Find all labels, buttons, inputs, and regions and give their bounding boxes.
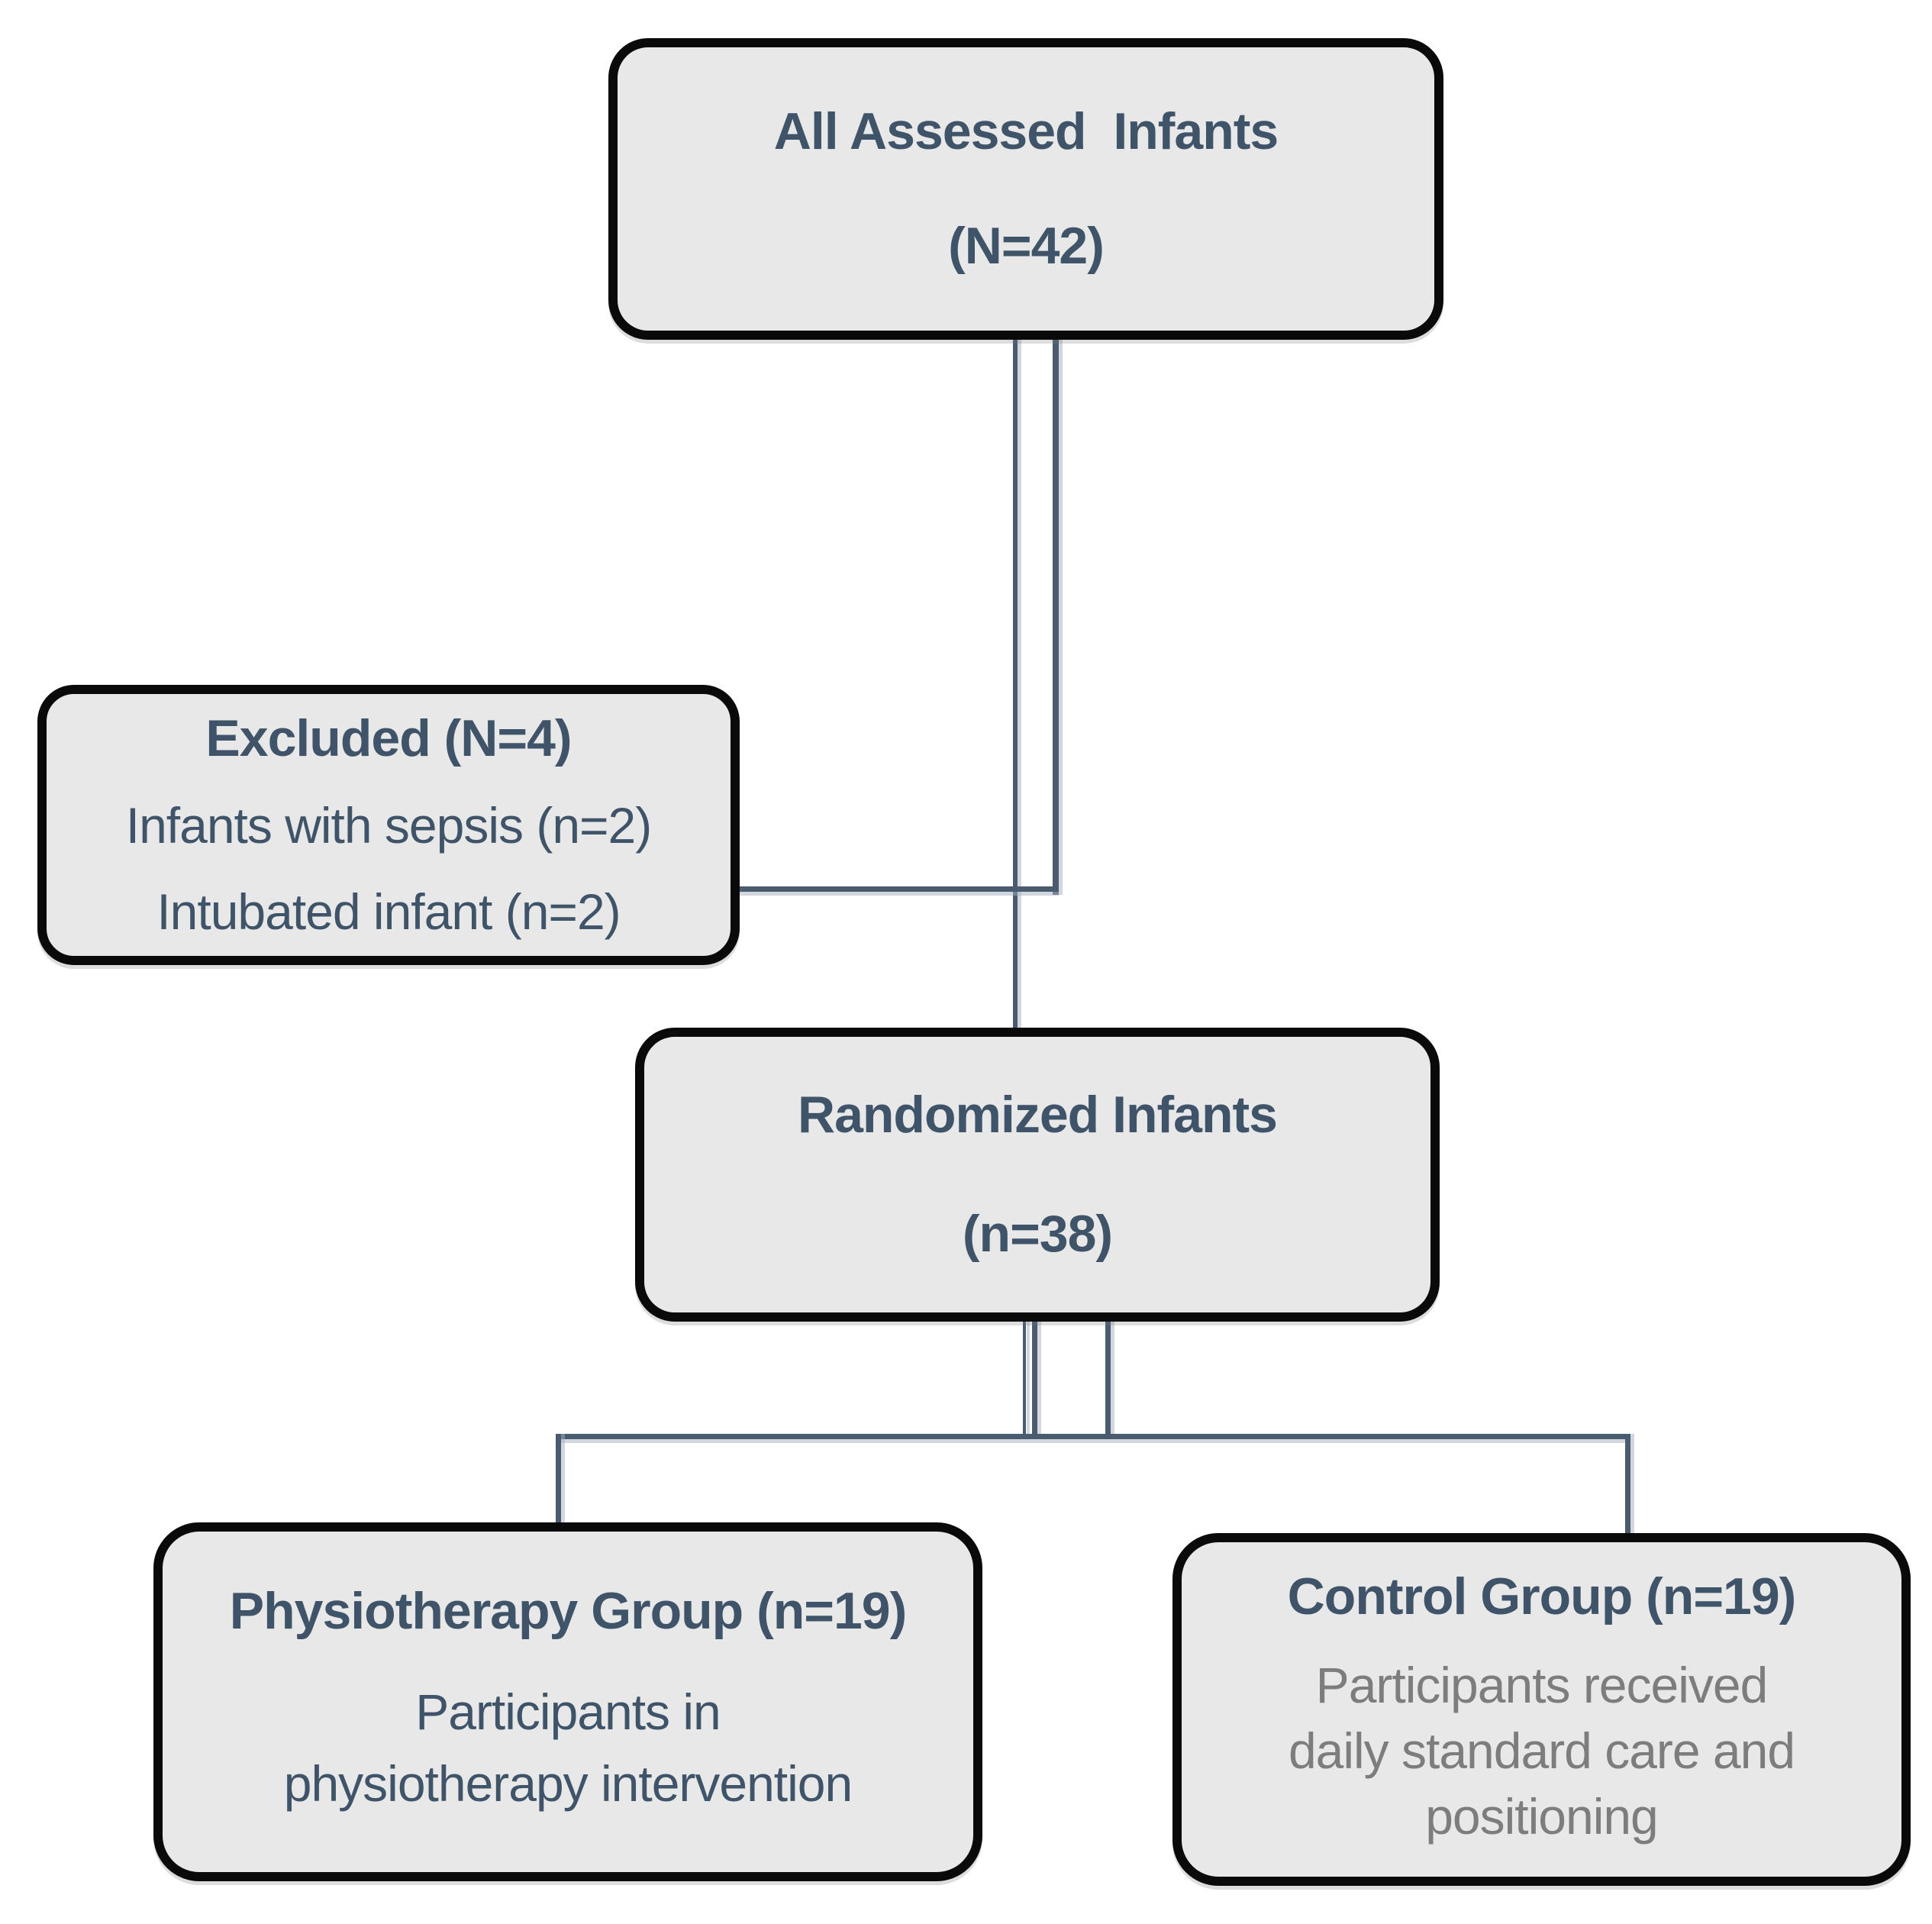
- connector-randomized-down-line-2: [1032, 1320, 1037, 1439]
- box-control-group: Control Group (n=19) Participants receiv…: [1172, 1533, 1911, 1886]
- connector-to-control-line: [1625, 1434, 1630, 1538]
- excluded-reason-sepsis: Infants with sepsis (n=2): [125, 796, 652, 854]
- control-description-line: daily standard care and: [1288, 1722, 1795, 1779]
- box-physiotherapy-group: Physiotherapy Group (n=19) Participants …: [153, 1522, 982, 1881]
- control-title: Control Group (n=19): [1287, 1567, 1797, 1625]
- randomized-count: (n=38): [962, 1204, 1113, 1263]
- box-randomized-infants: Randomized Infants (n=38): [635, 1028, 1440, 1322]
- physiotherapy-description: Participants in physiotherapy interventi…: [283, 1677, 853, 1819]
- connector-randomized-down-line-3: [1105, 1320, 1111, 1439]
- physiotherapy-description-line: Participants in: [415, 1683, 721, 1740]
- box-all-assessed-infants: All Assessed Infants (N=42): [608, 38, 1443, 340]
- physiotherapy-description-line: physiotherapy intervention: [283, 1755, 853, 1812]
- excluded-title: Excluded (N=4): [205, 709, 572, 767]
- connector-to-physiotherapy-line: [556, 1434, 561, 1527]
- randomized-title: Randomized Infants: [797, 1086, 1278, 1144]
- control-description-line: positioning: [1425, 1787, 1659, 1845]
- connector-randomized-down-line-1: [1023, 1320, 1026, 1439]
- connector-assessed-double-line: [1053, 340, 1059, 895]
- control-description-line: Participants received: [1315, 1657, 1769, 1713]
- connector-allocation-split-line: [556, 1434, 1630, 1439]
- excluded-reason-intubated: Intubated infant (n=2): [156, 883, 621, 941]
- box-excluded: Excluded (N=4) Infants with sepsis (n=2)…: [37, 685, 740, 965]
- physiotherapy-title: Physiotherapy Group (n=19): [229, 1581, 908, 1640]
- control-description: Participants received daily standard car…: [1289, 1653, 1795, 1849]
- connector-excluded-branch-line: [740, 886, 1059, 892]
- assessed-count: (N=42): [948, 216, 1105, 275]
- assessed-title: All Assessed Infants: [773, 102, 1279, 161]
- connector-assessed-to-randomized-line: [1013, 340, 1018, 1029]
